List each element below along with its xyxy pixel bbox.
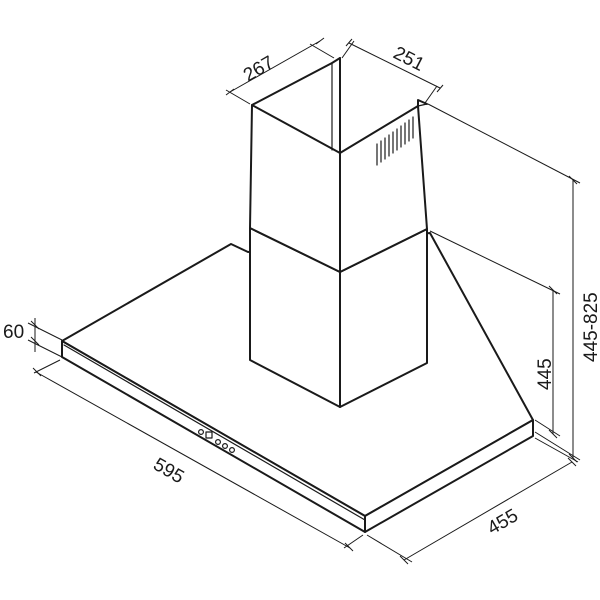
control-display-icon [205, 431, 213, 439]
control-button-icon [229, 447, 236, 454]
chimney-right-lip [417, 103, 428, 107]
chimney-top-right-edge [417, 99, 428, 107]
dim-hood-height: 445 [429, 230, 561, 439]
canopy-edge-bevel [63, 344, 366, 521]
dim-label-chimney-width: 267 [240, 52, 278, 86]
dim-label-canopy-thickness: 60 [3, 322, 24, 343]
dim-label-hood-width: 595 [150, 454, 188, 488]
chimney-upper-side [339, 105, 428, 273]
dim-label-total-height: 445-825 [581, 292, 600, 362]
control-panel [198, 429, 236, 454]
dim-canopy-thickness: 60 [3, 318, 63, 358]
chimney [249, 57, 428, 408]
control-button-icon [198, 429, 205, 436]
canopy-right-face [364, 419, 534, 533]
dim-total-height: 445-825 [427, 103, 600, 463]
vent-grille [376, 116, 414, 166]
dim-chimney-depth: 251 [341, 38, 444, 104]
control-button-icon [222, 443, 229, 450]
dim-label-chimney-depth: 251 [390, 43, 428, 76]
dim-label-hood-height: 445 [535, 358, 556, 390]
control-button-icon [215, 439, 222, 446]
